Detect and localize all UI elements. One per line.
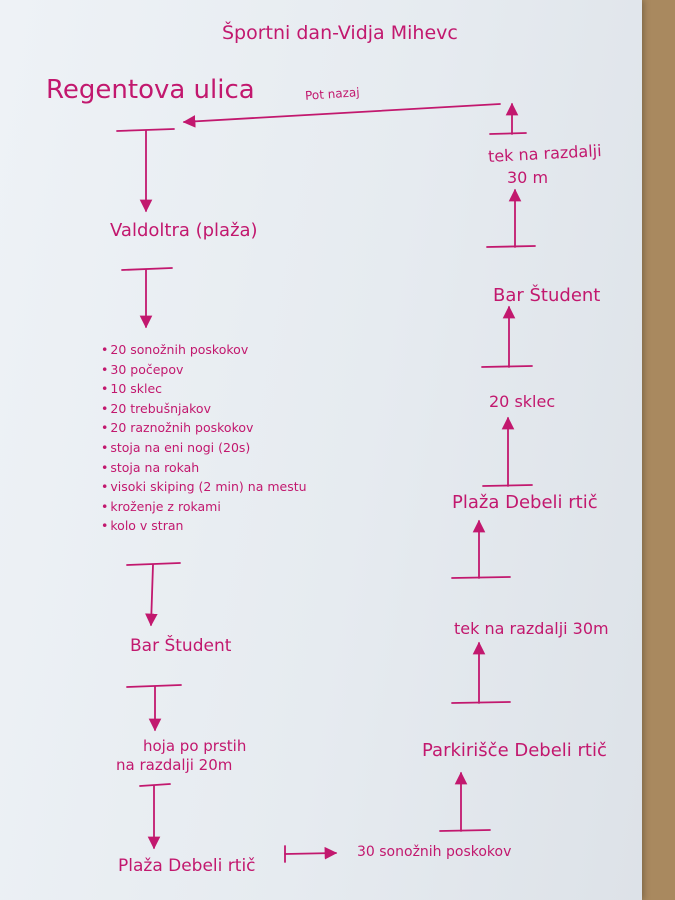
right-step-parkirisce: Parkirišče Debeli rtič: [422, 740, 607, 761]
arrow-up-to-run: [486, 188, 536, 248]
exercise-item: 10 sklec: [101, 379, 307, 399]
right-step-bar: Bar Študent: [493, 285, 601, 306]
exercise-item: 30 počepov: [101, 360, 307, 380]
exercise-item: 20 trebušnjakov: [101, 399, 307, 419]
stop-plaza-debeli-rtic: Plaža Debeli rtič: [118, 856, 256, 876]
right-step-run-30m: tek na razdalji 30m: [454, 619, 609, 638]
arrow-start-to-valdoltra: [116, 128, 175, 213]
arrow-up-to-return: [489, 102, 527, 135]
stop-valdoltra: Valdoltra (plaža): [110, 220, 258, 241]
exercise-item: 20 sonožnih poskokov: [101, 340, 307, 360]
arrow-up-to-run-30m: [451, 641, 511, 704]
right-step-20-sklec: 20 sklec: [489, 392, 556, 411]
stop-walk-line2: na razdalji 20m: [116, 756, 233, 774]
arrow-return-path: [182, 103, 501, 128]
exercise-item: kolo v stran: [101, 516, 307, 536]
arrow-up-to-parkirisce: [439, 771, 491, 832]
right-step-run-line2: 30 m: [507, 168, 549, 187]
arrow-valdoltra-to-exercises: [121, 267, 173, 329]
arrow-up-to-20-sklec: [482, 416, 533, 487]
start-location: Regentova ulica: [46, 75, 255, 105]
exercise-item: visoki skiping (2 min) na mestu: [101, 477, 306, 497]
arrow-exercises-to-bar: [126, 562, 181, 627]
end-jumps-label: 30 sonožnih poskokov: [357, 844, 512, 860]
stop-walk-line1: hoja po prstih: [143, 737, 247, 755]
arrow-up-to-plaza: [451, 519, 511, 579]
arrow-beach-to-jumps: [284, 845, 338, 863]
exercise-list: 20 sonožnih poskokov 30 počepov 10 sklec…: [101, 340, 307, 536]
arrow-walk-to-beach: [139, 783, 171, 850]
exercise-item: kroženje z rokami: [101, 497, 307, 517]
exercise-item: 20 raznožnih poskokov: [101, 418, 307, 438]
right-step-plaza: Plaža Debeli rtič: [452, 492, 598, 513]
arrow-bar-to-walk: [126, 684, 182, 732]
exercise-item: stoja na rokah: [101, 458, 307, 478]
page-title: Športni dan-Vidja Mihevc: [222, 22, 458, 44]
stop-bar-student: Bar Študent: [130, 636, 232, 656]
return-path-label: Pot nazaj: [304, 85, 361, 103]
exercise-item: stoja na eni nogi (20s): [101, 438, 307, 458]
arrow-up-to-bar: [481, 305, 533, 368]
